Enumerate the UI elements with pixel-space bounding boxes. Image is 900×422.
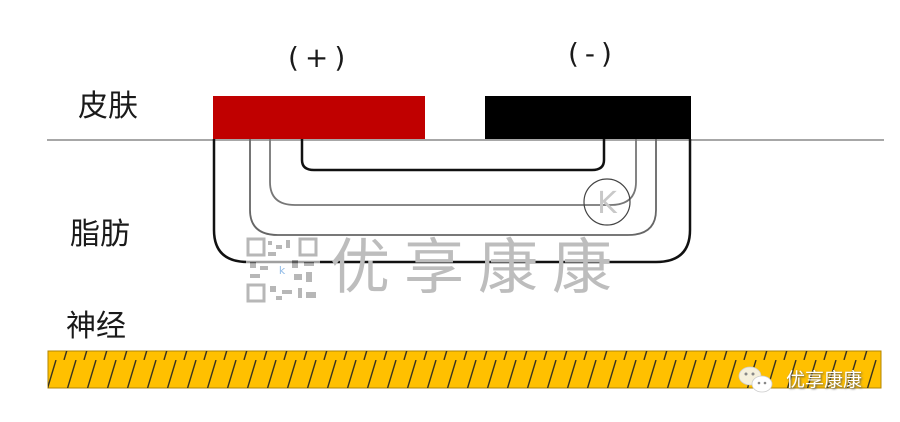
negative-electrode	[485, 96, 691, 139]
current-path-3	[249, 139, 657, 236]
k-badge-icon	[583, 178, 631, 226]
current-path-1	[300, 139, 606, 172]
current-path-4	[212, 139, 692, 264]
current-path-2	[269, 139, 637, 206]
svg-text:k: k	[279, 264, 286, 277]
svg-text:K: K	[597, 186, 618, 221]
qr-code-icon: k	[246, 237, 320, 304]
positive-electrode	[213, 96, 425, 139]
wechat-icon	[738, 366, 773, 393]
brand-text: 优享康康	[786, 369, 863, 391]
skin-label: 皮肤	[78, 89, 138, 124]
negative-polarity-label: (-)	[568, 37, 618, 70]
fat-label: 脂肪	[70, 217, 130, 252]
watermark-text: 优享康康	[330, 233, 626, 303]
positive-polarity-label: (+)	[288, 41, 352, 74]
nerve-label: 神经	[66, 309, 126, 344]
